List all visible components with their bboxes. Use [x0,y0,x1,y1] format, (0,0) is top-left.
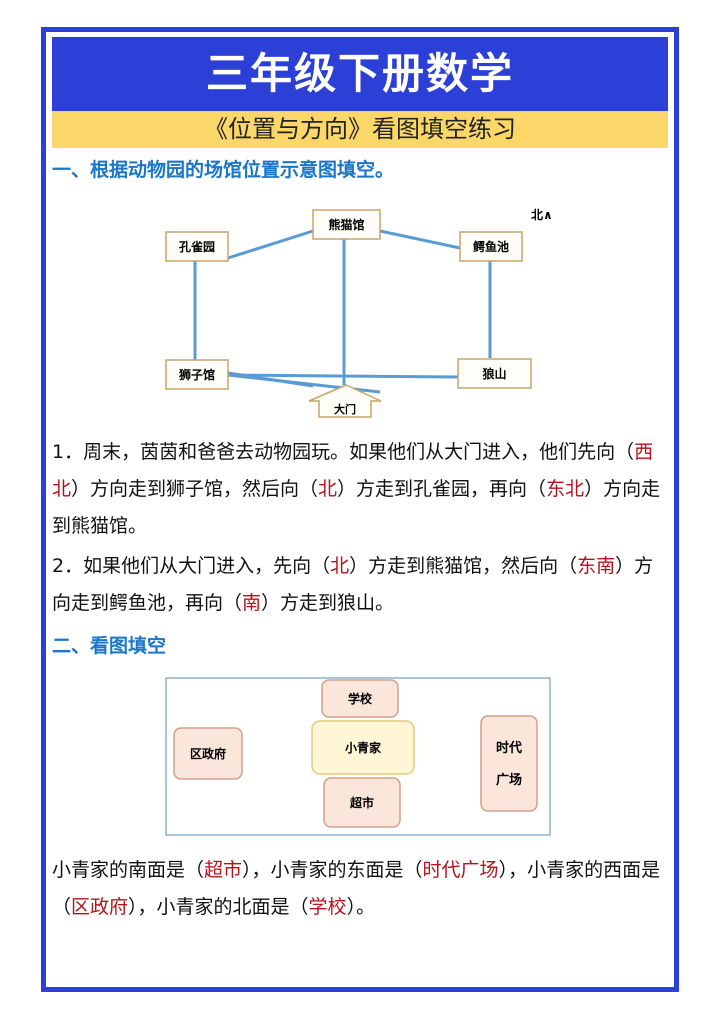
node-crocodile: 鳄鱼池 [459,231,523,262]
answer-west: 区政府 [71,896,129,918]
place-district: 区政府 [173,727,243,780]
answer-south: 超市 [204,859,243,881]
answer-1-3: 东北 [546,478,585,500]
node-wolf-label: 狼山 [482,366,506,381]
place-school-label: 学校 [348,691,373,706]
answer-1-1: 西北 [52,441,654,500]
page-subtitle: 《位置与方向》看图填空练习 [52,111,668,148]
answer-2-2: 东南 [577,555,616,577]
place-home-label: 小青家 [345,740,382,755]
answer-east: 时代广场 [422,859,499,881]
place-market-label: 超市 [349,795,374,810]
node-panda-label: 熊猫馆 [328,217,364,232]
zoo-map: 熊猫馆 孔雀园 鳄鱼池 狮子馆 狼山 大门 北∧ [165,207,553,418]
node-peacock-label: 孔雀园 [179,239,215,254]
place-plaza-label-2: 广场 [496,772,522,788]
place-school: 学校 [321,679,399,718]
place-plaza-label-1: 时代 [496,740,522,756]
node-gate: 大门 [308,384,382,418]
node-panda: 熊猫馆 [312,209,381,240]
zoo-paths [193,229,492,394]
neighborhood-map: 学校 小青家 超市 区政府 时代 广场 [165,677,551,836]
place-plaza: 时代 广场 [480,715,538,812]
node-crocodile-label: 鳄鱼池 [473,239,509,254]
compass-north: 北∧ [531,207,553,222]
place-district-label: 区政府 [190,746,226,761]
place-home: 小青家 [311,720,415,775]
question-2: 2．如果他们从大门进入，先向（北）方走到熊猫馆，然后向（东南）方向走到鳄鱼池，再… [52,555,654,614]
node-peacock: 孔雀园 [165,231,229,262]
question-1: 1．周末，茵茵和爸爸去动物园玩。如果他们从大门进入，他们先向（西北）方向走到狮子… [52,441,661,537]
node-wolf: 狼山 [457,358,532,389]
answer-2-3: 南 [242,592,262,614]
section-2-answer: 小青家的南面是（超市），小青家的东面是（时代广场），小青家的西面是（区政府），小… [52,859,661,918]
section-2-heading: 二、看图填空 [52,635,167,657]
place-market: 超市 [323,777,401,828]
node-gate-label: 大门 [334,402,356,416]
answer-1-2: 北 [318,478,338,500]
node-lion-label: 狮子馆 [178,367,215,382]
answer-2-1: 北 [330,555,350,577]
page-title: 三年级下册数学 [52,37,668,111]
section-1-heading: 一、根据动物园的场馆位置示意图填空。 [52,159,395,181]
node-lion: 狮子馆 [165,359,229,390]
answer-north: 学校 [308,896,347,918]
